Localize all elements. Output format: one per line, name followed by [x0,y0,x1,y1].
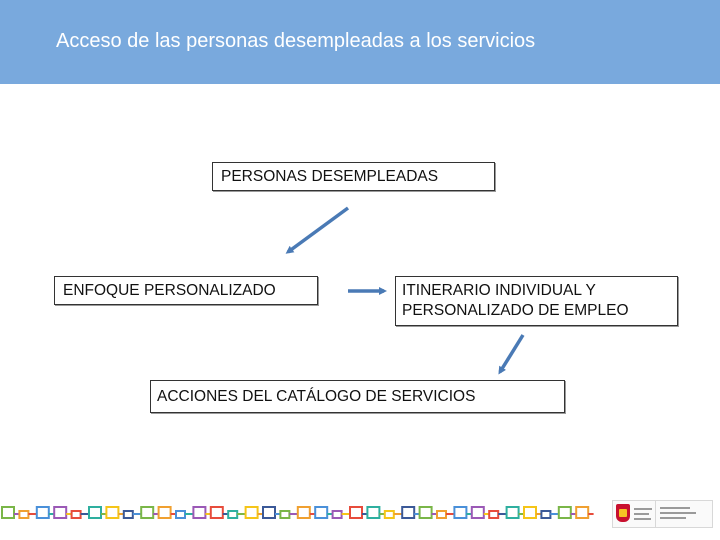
chain-link [315,507,327,518]
chain-link [507,507,519,518]
spanish-crest-icon [612,500,658,528]
chain-link [246,507,258,518]
chain-link [420,507,432,518]
chain-link [333,511,342,518]
decorative-chain-strip [0,500,600,528]
chain-link [54,507,66,518]
chain-link [541,511,550,518]
chain-link [367,507,379,518]
chain-link [559,507,571,518]
chain-link [454,507,466,518]
chain-link [159,507,171,518]
chain-link [176,511,185,518]
chain-link [576,507,588,518]
chain-link [385,511,394,518]
chain-link [298,507,310,518]
chain-link [524,507,536,518]
chain-link [350,507,362,518]
chain-link [472,507,484,518]
chain-link [193,507,205,518]
chain-link [280,511,289,518]
chain-link [141,507,153,518]
chain-link [72,511,81,518]
arrow-personas-to-enfoque [288,208,348,252]
arrow-itinerario-to-acciones [500,335,523,372]
chain-link [89,507,101,518]
chain-link [402,507,414,518]
chain-link [37,507,49,518]
chain-link [106,507,118,518]
chain-link [2,507,14,518]
chain-link [124,511,133,518]
sepe-logo-icon [655,500,713,528]
chain-link [437,511,446,518]
chain-link [263,507,275,518]
chain-link [228,511,237,518]
chain-link [211,507,223,518]
chain-link [489,511,498,518]
chain-link [19,511,28,518]
